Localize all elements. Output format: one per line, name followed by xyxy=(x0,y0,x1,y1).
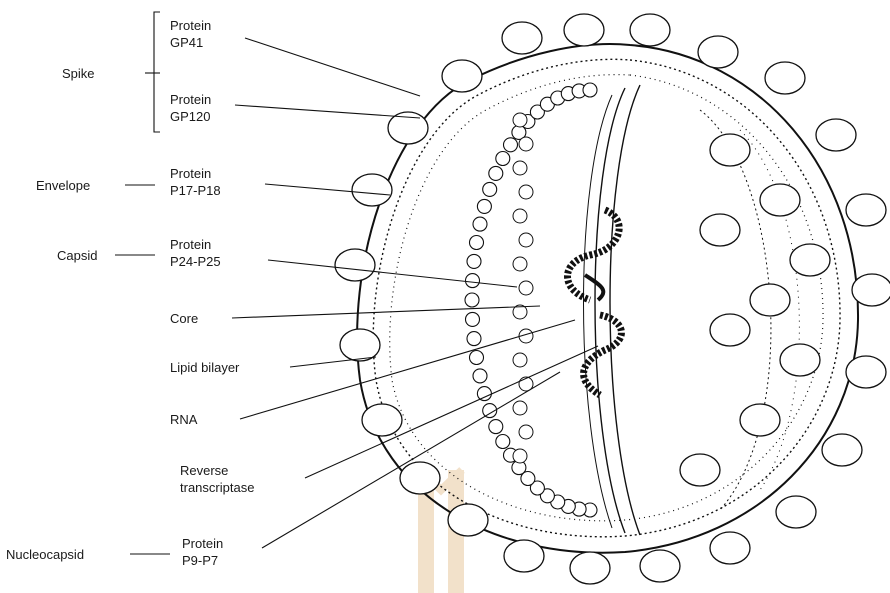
spike-knob xyxy=(448,504,488,536)
spike-knob xyxy=(400,462,440,494)
spike-knob xyxy=(846,194,886,226)
label-p9-line2: P9-P7 xyxy=(182,553,218,568)
capsid-bead xyxy=(466,312,480,326)
label-spike: Spike xyxy=(62,66,95,81)
capsid-bead xyxy=(477,199,491,213)
capsid-bead xyxy=(465,293,479,307)
capsid-bead xyxy=(513,401,527,415)
capsid-bead xyxy=(473,217,487,231)
label-reverse-transcriptase-line1: Reverse xyxy=(180,463,228,478)
capsid-bead xyxy=(489,166,503,180)
capsid-bead xyxy=(519,425,533,439)
capsid-bead xyxy=(513,209,527,223)
spike-knob xyxy=(852,274,890,306)
capsid-bead xyxy=(504,138,518,152)
label-gp41-line1: Protein xyxy=(170,18,211,33)
capsid-bead xyxy=(483,182,497,196)
spike-knob xyxy=(710,532,750,564)
spike-knob xyxy=(740,404,780,436)
spike-knob xyxy=(780,344,820,376)
labels: Spike Protein GP41 Protein GP120 Envelop… xyxy=(6,18,254,568)
spike-knob xyxy=(502,22,542,54)
spike-knob xyxy=(504,540,544,572)
label-p24-line2: P24-P25 xyxy=(170,254,221,269)
spike-knob xyxy=(352,174,392,206)
label-p24-line1: Protein xyxy=(170,237,211,252)
capsid-bead xyxy=(477,387,491,401)
capsid-bead xyxy=(473,369,487,383)
label-p17-line2: P17-P18 xyxy=(170,183,221,198)
capsid-bead xyxy=(513,113,527,127)
label-lipid-bilayer: Lipid bilayer xyxy=(170,360,240,375)
spike-knob xyxy=(362,404,402,436)
label-rna: RNA xyxy=(170,412,198,427)
spike-knob xyxy=(760,184,800,216)
capsid-bead xyxy=(513,353,527,367)
spike-knob xyxy=(822,434,862,466)
spike-knob xyxy=(710,314,750,346)
capsid-bead xyxy=(496,152,510,166)
label-gp41-line2: GP41 xyxy=(170,35,203,50)
spike-knob xyxy=(698,36,738,68)
capsid-bead xyxy=(583,83,597,97)
capsid-bead xyxy=(519,233,533,247)
spike-knob xyxy=(340,329,380,361)
label-nucleocapsid: Nucleocapsid xyxy=(6,547,84,562)
spike-knob xyxy=(750,284,790,316)
capsid-bead xyxy=(519,137,533,151)
spike-knob xyxy=(846,356,886,388)
spike-knob xyxy=(700,214,740,246)
capsid-bead xyxy=(467,254,481,268)
label-gp120-line1: Protein xyxy=(170,92,211,107)
spike-knob xyxy=(335,249,375,281)
capsid-bead xyxy=(467,332,481,346)
label-reverse-transcriptase-line2: transcriptase xyxy=(180,480,254,495)
label-gp120-line2: GP120 xyxy=(170,109,210,124)
spike-knob xyxy=(816,119,856,151)
label-p17-line1: Protein xyxy=(170,166,211,181)
label-p9-line1: Protein xyxy=(182,536,223,551)
capsid-bead xyxy=(470,236,484,250)
capsid-bead xyxy=(466,274,480,288)
spike-knob xyxy=(570,552,610,584)
capsid-bead xyxy=(470,351,484,365)
spike-knob xyxy=(680,454,720,486)
capsid-bead xyxy=(519,281,533,295)
capsid-bead xyxy=(519,185,533,199)
label-capsid: Capsid xyxy=(57,248,97,263)
capsid-bead xyxy=(513,257,527,271)
capsid-bead xyxy=(489,420,503,434)
label-envelope: Envelope xyxy=(36,178,90,193)
capsid-bead-ring xyxy=(465,83,597,517)
spike-knob xyxy=(640,550,680,582)
label-core: Core xyxy=(170,311,198,326)
spike-knob xyxy=(790,244,830,276)
spike-knob xyxy=(442,60,482,92)
spike-knob xyxy=(564,14,604,46)
spike-knob xyxy=(765,62,805,94)
spike-knob xyxy=(776,496,816,528)
spike-knob xyxy=(630,14,670,46)
capsid-bead xyxy=(513,161,527,175)
capsid-bead xyxy=(496,435,510,449)
spike-knob xyxy=(710,134,750,166)
capsid-bead xyxy=(513,449,527,463)
